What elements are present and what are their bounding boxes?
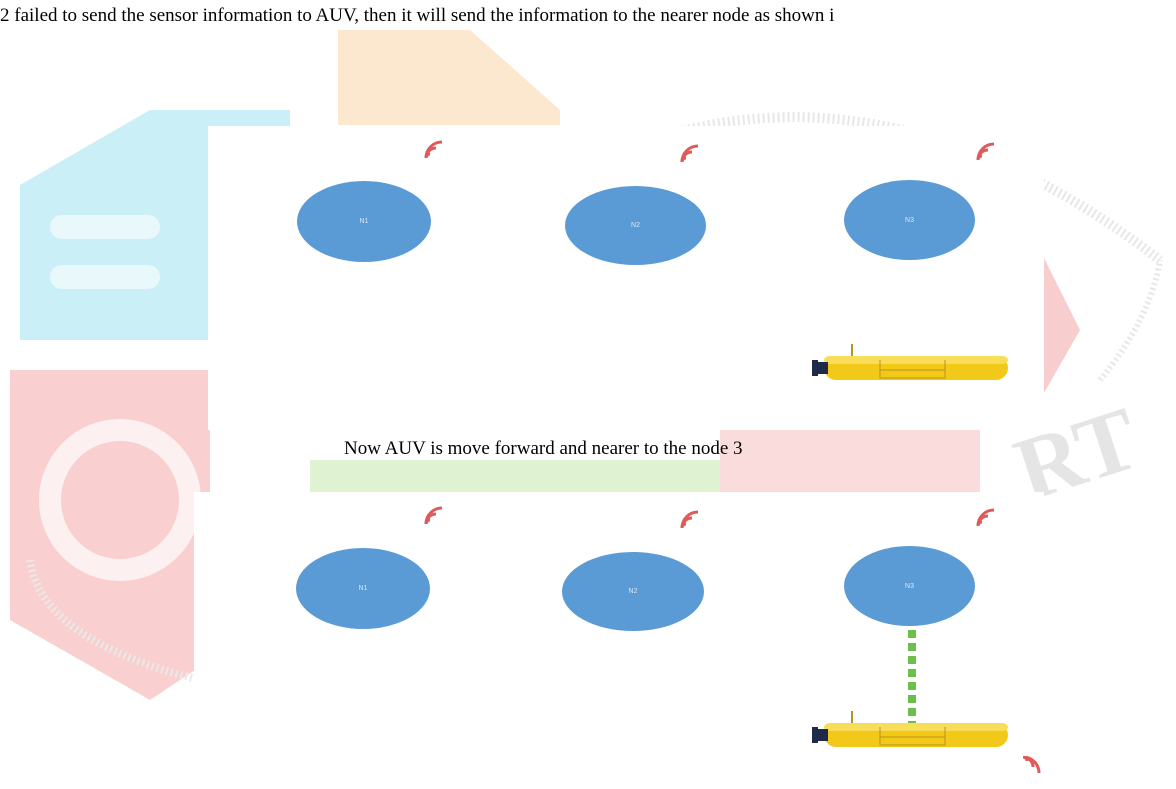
signal-icon [1022, 756, 1041, 774]
signal-icon [680, 144, 699, 163]
watermark-orange-shape [338, 30, 560, 125]
link-line [908, 630, 916, 725]
node-n1: N1 [297, 181, 431, 262]
node-label: N2 [631, 222, 640, 229]
signal-icon [680, 510, 699, 529]
paragraph-text: 2 failed to send the sensor information … [0, 5, 835, 26]
node-label: N3 [905, 582, 914, 590]
figure-caption: Now AUV is move forward and nearer to th… [344, 438, 743, 459]
node-label: N2 [628, 588, 638, 595]
signal-icon [976, 508, 995, 527]
node-n3: N3 [844, 546, 975, 626]
figure-bottom: N1 N2 N3 [194, 492, 1044, 702]
auv-icon [812, 344, 1008, 380]
node-label: N3 [905, 216, 914, 224]
watermark-pink-band [720, 430, 980, 495]
node-n2: N2 [565, 186, 706, 265]
signal-icon [976, 142, 995, 161]
signal-icon [424, 140, 443, 159]
node-n2: N2 [562, 552, 704, 631]
node-n3: N3 [844, 180, 975, 260]
figure-top: N1 N2 N3 [208, 126, 1044, 430]
signal-icon [424, 506, 443, 525]
node-n1: N1 [296, 548, 430, 629]
node-label: N1 [359, 218, 369, 225]
watermark-green-shape [310, 460, 730, 495]
auv-icon [812, 711, 1008, 747]
node-label: N1 [358, 585, 368, 592]
